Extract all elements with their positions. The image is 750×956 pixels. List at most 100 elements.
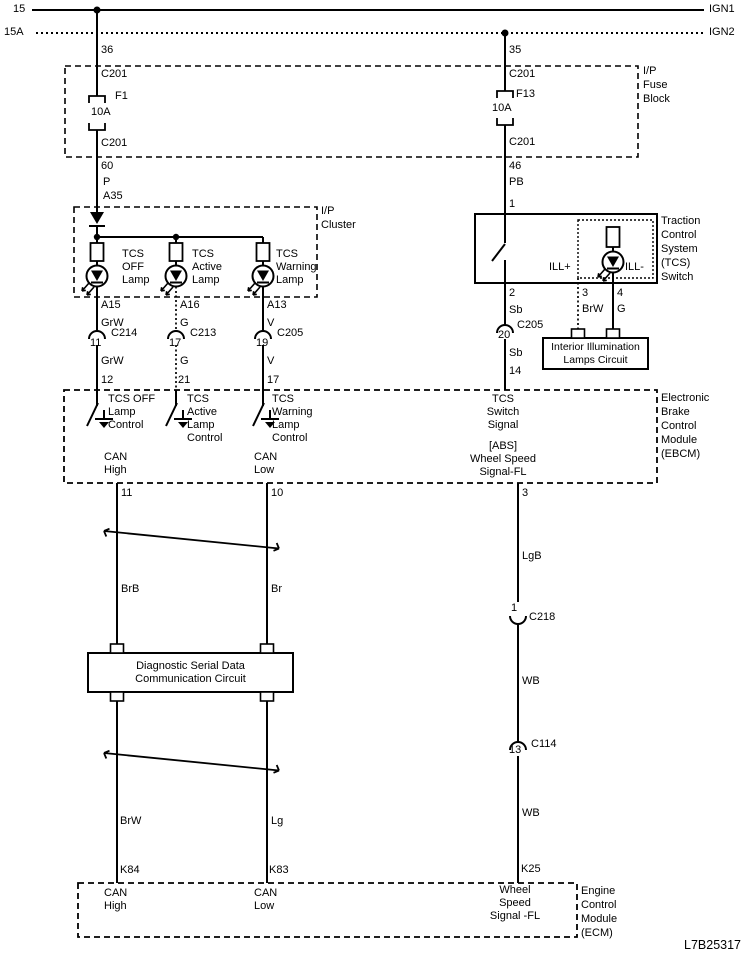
ebcm-pin-12: 12 [101,374,114,386]
tcs-switch-box [474,213,658,284]
can-bus-wiring [103,483,280,883]
wire-grw-1: GrW [101,317,124,329]
wire-brw-can: BrW [120,815,142,827]
conn-c214-pin: 11 [90,337,102,349]
conn-c205-label: C205 [277,327,304,339]
wire-v-2: V [267,355,275,367]
wire-g-2: G [180,355,189,367]
wire-p: P [103,176,111,188]
conn-c201-top-left: C201 [101,68,128,80]
ebcm-tcs-switch-signal: TCS Switch Signal [486,393,520,431]
wire-br: Br [271,583,282,595]
ip-fuse-block-name: I/P Fuse Block [643,65,670,105]
tcs-active-lamp-label: TCS Active Lamp [192,248,222,286]
interior-illumination-label: Interior Illumination Lamps Circuit [551,340,640,366]
tcs-warning-lamp-label: TCS Warning Lamp [276,248,317,286]
ecm-can-high-label: CAN High [104,887,128,912]
wire-v-1: V [267,317,275,329]
fuse-f13-label: F13 [516,88,535,100]
switch-pin-4: 4 [617,287,624,299]
switch-blade-icon [491,243,506,262]
conn-c205-pin: 19 [256,337,269,349]
pin-1: 1 [509,198,516,210]
ecm-pin-k84: K84 [120,864,140,876]
resistor-icon [605,226,621,248]
ebcm-name: Electronic Brake Control Module (EBCM) [661,392,710,460]
ebcm-tcs-active-lamp-control: TCS Active Lamp Control [187,393,223,444]
pin-46: 46 [509,160,522,172]
wire-wb-2: WB [522,807,540,819]
ebcm-tcs-warning-lamp-control: TCS Warning Lamp Control [272,393,313,444]
tcs-switch-circuit [491,33,625,390]
interior-illumination-box [542,337,649,370]
tcs-warning-lamp-icon [247,264,275,296]
wire-brb: BrB [121,583,140,595]
ebcm-can-high-label: CAN High [104,451,128,476]
ebcm-box [63,389,658,484]
rail-15a-label: 15A [4,26,24,38]
tcs-off-lamp-label: TCS OFF Lamp [122,248,150,286]
switch-illumination-led-icon [597,250,625,282]
dsdcc-box [87,652,294,693]
conn-c213-label: C213 [190,327,217,339]
ebcm-pin-10: 10 [271,487,284,499]
connector-c218-icon [509,615,527,625]
ecm-box [77,882,578,938]
ill-plus-label: ILL+ [549,261,571,273]
ip-cluster-name: I/P Cluster [321,205,356,231]
ebcm-pin-17: 17 [267,374,280,386]
tcs-switch-name: Traction Control System (TCS) Switch [661,215,701,283]
conn-c201-bot-right: C201 [509,136,536,148]
diode-icon [90,212,104,224]
pin-a35: A35 [103,190,123,202]
conn-c218-label: C218 [529,611,556,623]
ebcm-abs-wheel-speed-signal: [ABS] Wheel Speed Signal-FL [469,440,537,478]
ecm-wheel-speed-signal: Wheel Speed Signal -FL [489,884,541,922]
conn-c205-switch-pin: 20 [498,329,511,341]
wire-sb-1: Sb [509,304,523,316]
ebcm-can-low-label: CAN Low [254,451,278,476]
pin-a16: A16 [180,299,200,311]
switch-pin-2: 2 [509,287,516,299]
conn-c218-pin: 1 [511,602,518,614]
resistor-icon [168,242,184,262]
ebcm-pin-14: 14 [509,365,522,377]
ecm-can-low-label: CAN Low [254,887,278,912]
ignition-rails [32,6,704,37]
conn-c205-switch-label: C205 [517,319,544,331]
conn-c201-bot-left: C201 [101,137,128,149]
fuse-f13-rating: 10A [492,102,512,114]
pin-a15: A15 [101,299,121,311]
fuse-f1-rating: 10A [91,106,111,118]
wire-lgb: LgB [522,550,542,562]
pin-a13: A13 [267,299,287,311]
rail-ign2-label: IGN2 [709,26,735,38]
ebcm-tcs-off-lamp-control: TCS OFF Lamp Control [108,393,156,431]
dsdcc-label: Diagnostic Serial Data Communication Cir… [135,659,246,685]
left-feed-circuit [88,10,264,243]
conn-c114-label: C114 [531,738,557,750]
tcs-switch-illumination-compartment [577,219,654,279]
rail-15-label: 15 [13,3,26,15]
resistor-icon [255,242,271,262]
conn-c114-pin: 13 [509,744,522,756]
rail-ign1-label: IGN1 [709,3,735,15]
figure-id: L7B25317 [684,938,742,952]
resistor-icon [89,242,105,262]
wire-lg-can: Lg [271,815,284,827]
cluster-lamp-branches [81,242,280,429]
ip-fuse-block-box [64,65,639,158]
switch-pin-3: 3 [582,287,589,299]
wire-sb-2: Sb [509,347,523,359]
ill-minus-label: ILL- [625,261,644,273]
ecm-pin-k25: K25 [521,863,541,875]
pin-36: 36 [101,44,114,56]
wire-grw-2: GrW [101,355,124,367]
pin-60: 60 [101,160,114,172]
conn-c214-label: C214 [111,327,138,339]
wire-pb: PB [509,176,524,188]
pin-35: 35 [509,44,522,56]
ip-cluster-box [73,206,318,298]
